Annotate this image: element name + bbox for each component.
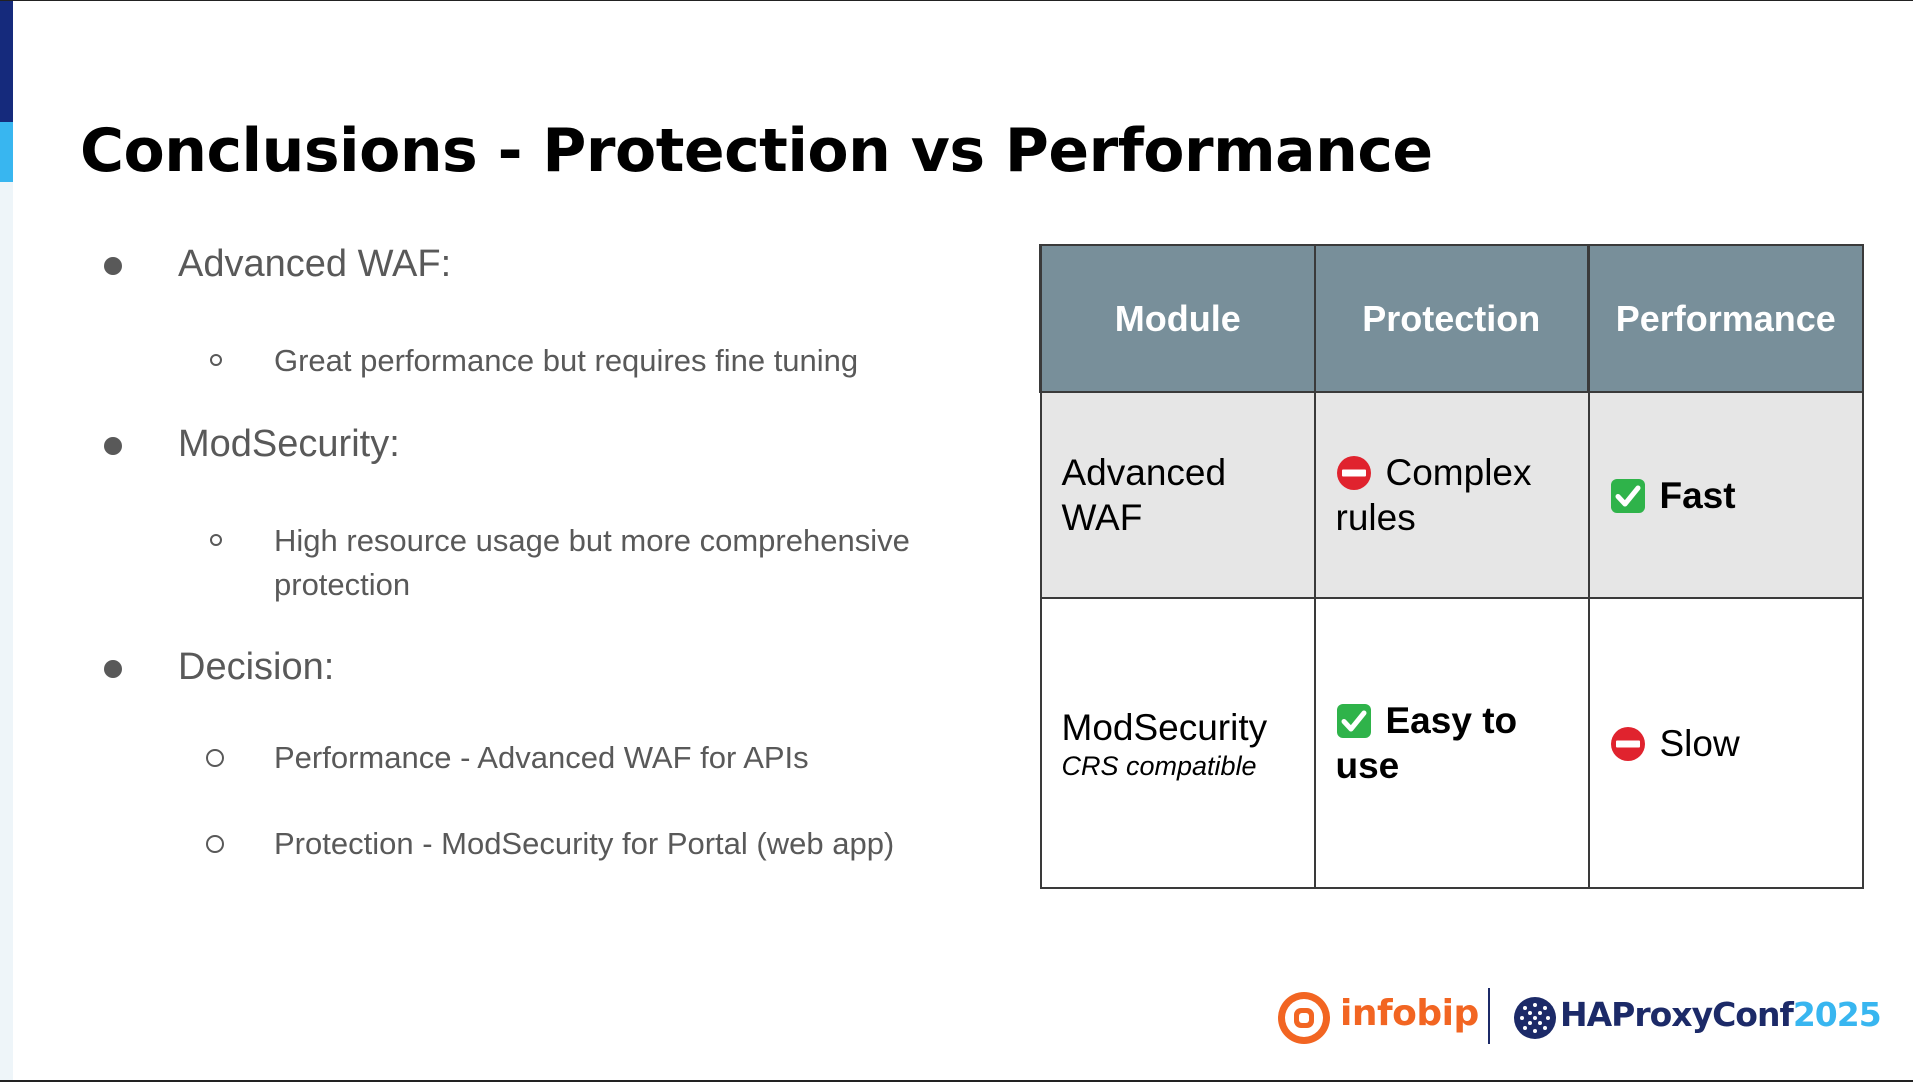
bullet-label: Decision: xyxy=(178,646,335,688)
performance-text: Fast xyxy=(1659,474,1736,516)
cell-module: ModSecurity CRS compatible xyxy=(1039,597,1316,889)
accent-bar-dark xyxy=(0,0,13,122)
module-name: ModSecurity xyxy=(1061,706,1268,748)
header-protection: Protection xyxy=(1313,244,1590,393)
bullet-list: Advanced WAF: Great performance but requ… xyxy=(0,0,1000,900)
no-entry-icon xyxy=(1336,456,1371,490)
haproxyconf-wordmark: HAProxyConf2025 xyxy=(1560,995,1882,1034)
bullet-label: ModSecurity: xyxy=(178,423,400,465)
bottom-border xyxy=(0,1080,1913,1082)
check-mark-icon xyxy=(1336,704,1371,738)
table-row: ModSecurity CRS compatible Easy to use S… xyxy=(1039,597,1864,889)
left-strip xyxy=(0,0,13,1082)
bullet-label: Advanced WAF: xyxy=(178,243,452,285)
table-row: Advanced WAF Complex rules Fast xyxy=(1039,391,1864,599)
protection-text: Complex rules xyxy=(1335,452,1532,538)
event-year: 2025 xyxy=(1792,995,1882,1034)
sub-bullet-ring xyxy=(210,354,222,366)
bullet-dot xyxy=(104,257,122,275)
top-border xyxy=(0,0,1913,1)
table-header-row: Module Protection Performance xyxy=(1039,244,1864,393)
check-mark-icon xyxy=(1610,478,1645,513)
cell-module: Advanced WAF xyxy=(1039,391,1316,599)
footer-logos: infobip HAProxyConf2025 xyxy=(1276,985,1906,1055)
bullet-dot xyxy=(104,437,122,455)
sub-bullet-ring xyxy=(210,534,222,546)
event-name: HAProxyConf xyxy=(1560,995,1794,1034)
cell-performance: Fast xyxy=(1587,391,1864,599)
bullet-dot xyxy=(104,660,122,678)
sub-bullet-text: Great performance but requires fine tuni… xyxy=(274,343,859,378)
cell-protection: Easy to use xyxy=(1313,597,1590,889)
infobip-logo-icon xyxy=(1278,992,1330,1044)
accent-bar-light xyxy=(0,122,13,182)
cell-protection: Complex rules xyxy=(1313,391,1590,599)
sub-bullet-text: High resource usage but more comprehensi… xyxy=(274,523,910,602)
header-module: Module xyxy=(1039,244,1316,393)
module-note: CRS compatible xyxy=(1061,750,1257,781)
performance-text: Slow xyxy=(1659,722,1740,764)
slide-title: Conclusions - Protection vs Performance xyxy=(80,116,1433,186)
header-performance: Performance xyxy=(1587,244,1864,393)
comparison-table: Module Protection Performance Advanced W… xyxy=(1039,244,1864,889)
sub-bullet-text: Performance - Advanced WAF for APIs xyxy=(274,740,809,775)
no-entry-icon xyxy=(1610,726,1645,761)
infobip-wordmark: infobip xyxy=(1340,993,1479,1034)
module-name: Advanced WAF xyxy=(1061,452,1227,538)
sub-bullet-text: Protection - ModSecurity for Portal (web… xyxy=(274,826,895,861)
cell-performance: Slow xyxy=(1587,597,1864,889)
protection-text: Easy to use xyxy=(1335,700,1518,786)
logo-divider xyxy=(1488,988,1490,1044)
sub-bullet-ring xyxy=(206,835,224,853)
haproxy-globe-icon xyxy=(1514,997,1556,1039)
sub-bullet-ring xyxy=(206,749,224,767)
